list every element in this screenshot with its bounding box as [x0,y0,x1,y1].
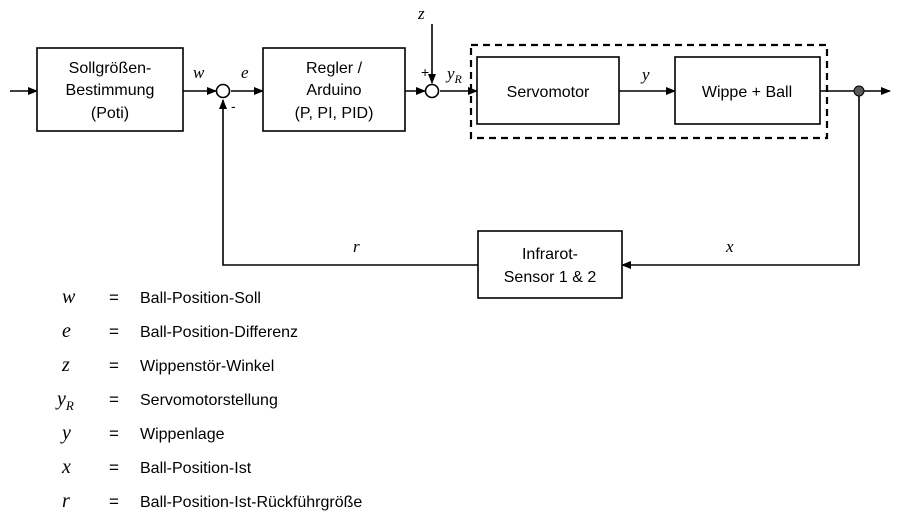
legend-description: Ball-Position-Ist-Rückführgröße [140,494,362,511]
signal-x-label: x [725,237,734,256]
legend-symbol: y [60,422,71,444]
signal-yR-label: yR [445,64,463,86]
legend-equals: = [109,492,119,511]
plus-sign: + [421,64,429,80]
controller-line-3: (P, PI, PID) [295,105,374,122]
feedback-x-line [621,96,860,269]
sensor-line-1: Infrarot- [522,246,578,263]
legend-description: Servomotorstellung [140,392,278,409]
legend: w = Ball-Position-Soll e = Ball-Position-Diff… [55,286,362,512]
controller-line-1: Regler / [306,60,363,77]
feedback-r-line [219,99,478,266]
legend-row: z = Wippenstör-Winkel [61,354,274,376]
legend-description: Ball-Position-Differenz [140,324,298,341]
legend-symbol: x [61,456,71,478]
legend-symbol: w [62,286,76,308]
servomotor-label: Servomotor [507,84,590,101]
legend-description: Ball-Position-Ist [140,460,252,477]
legend-symbol: e [62,320,71,342]
seesaw-label: Wippe + Ball [702,84,792,101]
sensor-block: Infrarot- Sensor 1 & 2 [477,230,623,299]
summing-junction-2 [424,83,440,99]
legend-row: w = Ball-Position-Soll [62,286,261,308]
setpoint-block: Sollgrößen- Bestimmung (Poti) [36,47,184,132]
seesaw-block: Wippe + Ball [674,56,821,125]
legend-description: Wippenstör-Winkel [140,358,274,375]
legend-equals: = [109,356,119,375]
legend-symbol: z [61,354,70,376]
signal-r-label: r [353,237,360,256]
signal-w-label: w [193,63,205,82]
legend-row: yR = Servomotorstellung [55,388,278,413]
minus-sign: - [231,98,236,114]
controller-line-2: Arduino [306,82,361,99]
branch-point [853,85,865,97]
plant-dashed-frame [469,43,829,140]
signal-z-label: z [417,4,425,23]
signal-y-label: y [640,65,650,84]
summing-junction-1 [215,83,231,99]
legend-row: x = Ball-Position-Ist [61,456,252,478]
legend-row: e = Ball-Position-Differenz [62,320,298,342]
setpoint-line-2: Bestimmung [66,82,155,99]
legend-equals: = [109,322,119,341]
legend-row: y = Wippenlage [60,422,225,444]
sensor-line-2: Sensor 1 & 2 [504,269,597,286]
legend-symbol: r [62,490,70,512]
controller-block: Regler / Arduino (P, PI, PID) [262,47,406,132]
legend-symbol: yR [55,388,74,413]
legend-description: Ball-Position-Soll [140,290,261,307]
legend-equals: = [109,288,119,307]
legend-row: r = Ball-Position-Ist-Rückführgröße [62,490,362,512]
setpoint-line-3: (Poti) [91,105,129,122]
servomotor-block: Servomotor [476,56,620,125]
legend-equals: = [109,458,119,477]
legend-equals: = [109,424,119,443]
setpoint-line-1: Sollgrößen- [69,60,152,77]
signal-e-label: e [241,63,249,82]
legend-equals: = [109,390,119,409]
legend-description: Wippenlage [140,426,225,443]
